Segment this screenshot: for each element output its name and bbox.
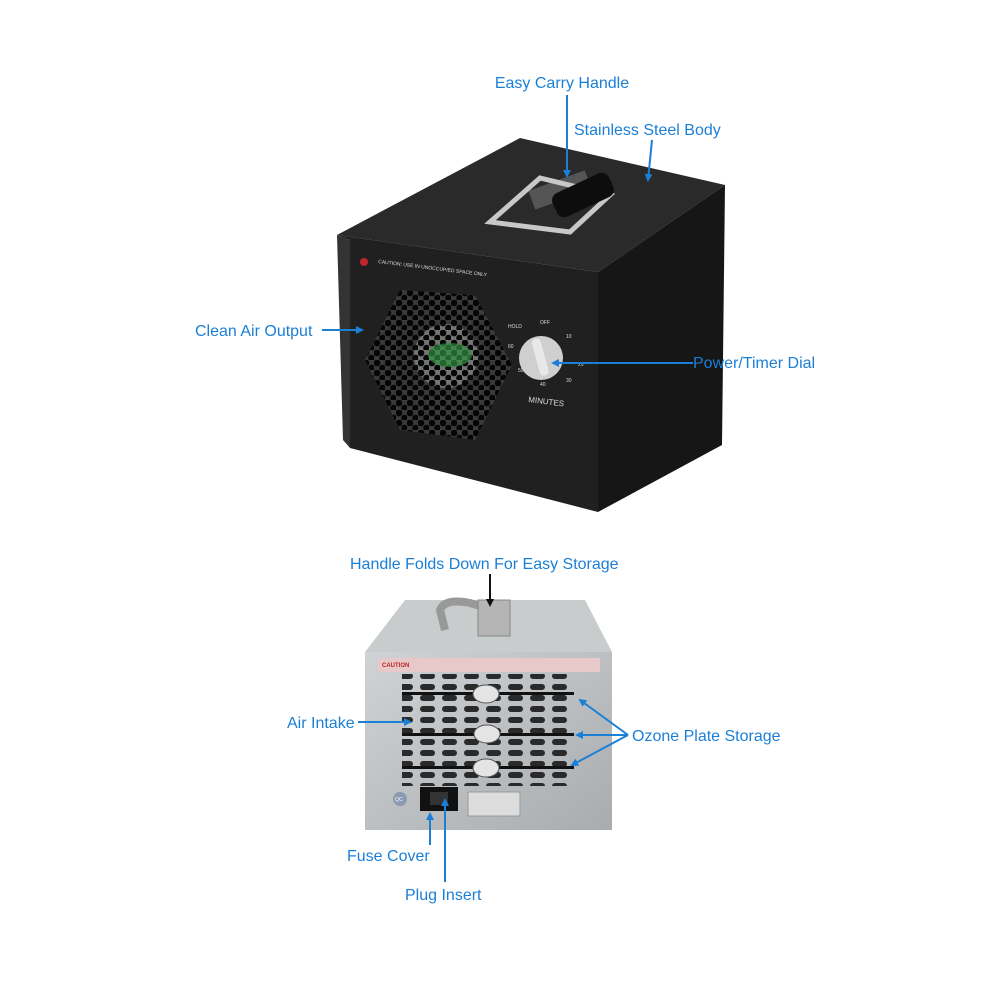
ozone-generator-back-view: CAUTION QC — [365, 597, 612, 830]
right-face — [598, 185, 725, 512]
carry-handle — [484, 170, 616, 235]
rating-label — [467, 791, 521, 817]
dial-minutes-label: MINUTES — [528, 395, 565, 408]
label-clean-air-output: Clean Air Output — [195, 323, 313, 340]
dial-number: 50 — [518, 368, 524, 374]
label-plug-insert: Plug Insert — [405, 887, 482, 904]
dial-number: 20 — [578, 362, 584, 368]
callout-arrows — [322, 95, 693, 882]
timer-dial: HOLD OFF 60 50 40 30 20 10 MINUTES — [508, 320, 584, 408]
ozone-generator-front-view: CAUTION: USE IN UNOCCUPIED SPACE ONLY HO… — [337, 138, 725, 512]
dial-number: 30 — [566, 378, 572, 384]
handle-folded — [435, 597, 511, 637]
dial-off-label: OFF — [540, 320, 550, 326]
dial-hold-label: HOLD — [508, 324, 522, 330]
label-easy-carry-handle: Easy Carry Handle — [495, 75, 629, 92]
label-power-timer-dial: Power/Timer Dial — [693, 355, 815, 372]
label-stainless-steel-body: Stainless Steel Body — [574, 122, 721, 139]
dial-number: 60 — [508, 344, 514, 350]
label-fuse-cover: Fuse Cover — [347, 848, 430, 865]
qc-sticker: QC — [395, 797, 403, 803]
power-indicator-icon — [360, 258, 368, 266]
caution-back-text: CAUTION — [382, 663, 409, 669]
dial-number: 10 — [566, 334, 572, 340]
dial-number: 40 — [540, 382, 546, 388]
top-face — [337, 138, 725, 272]
label-ozone-plate-storage: Ozone Plate Storage — [632, 728, 781, 745]
label-handle-folds-down: Handle Folds Down For Easy Storage — [350, 556, 619, 573]
label-air-intake: Air Intake — [287, 715, 355, 732]
ozone-plate-slots — [402, 684, 574, 778]
